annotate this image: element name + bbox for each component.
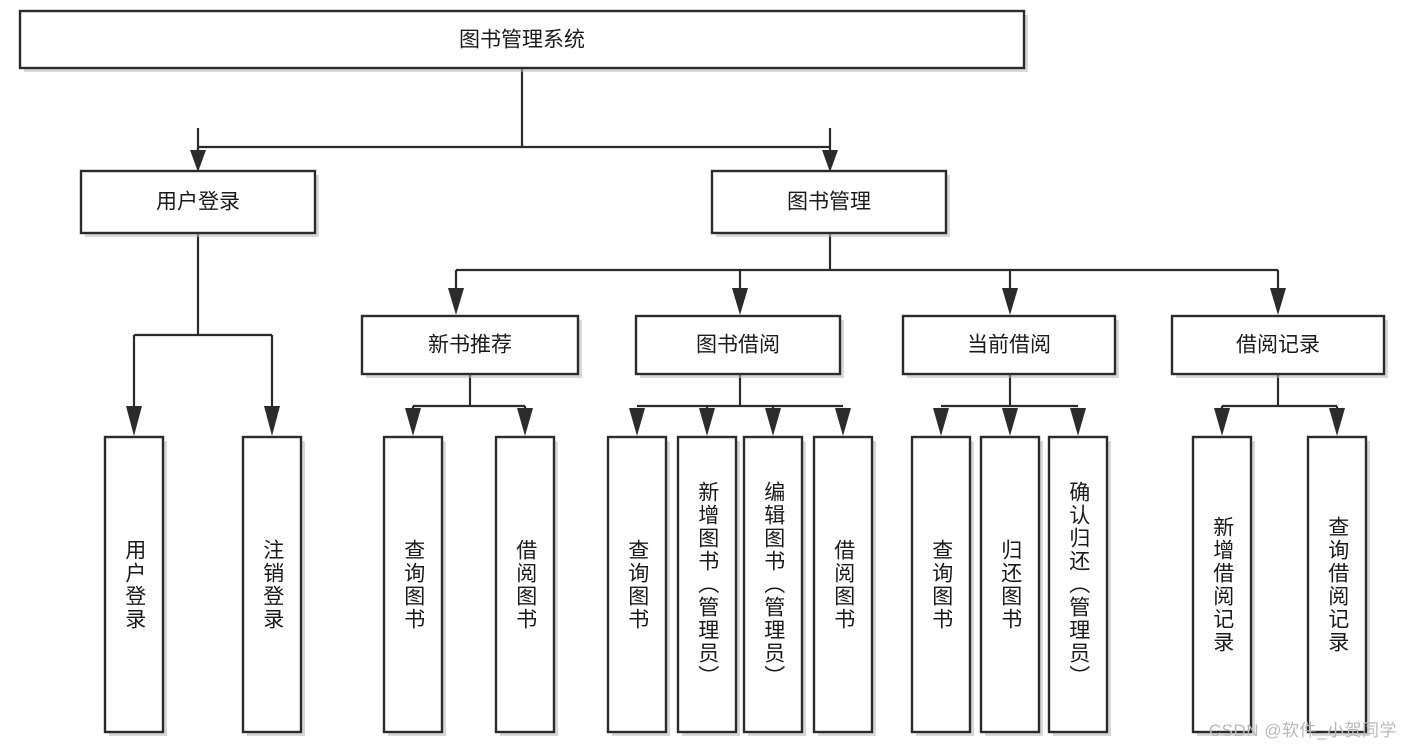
connector-group-book-borrow bbox=[629, 374, 851, 436]
arrow-to-leaf-query-record bbox=[1329, 408, 1345, 436]
arrow-to-leaf-confirm-return bbox=[1070, 408, 1086, 436]
leaf-query-book-1-box[interactable] bbox=[382, 435, 444, 734]
new-book-recommend-node-label: 新书推荐 bbox=[428, 334, 512, 357]
connector-group-root bbox=[190, 68, 838, 172]
leaf-borrow-book-2-box[interactable] bbox=[812, 435, 874, 734]
arrow-to-leaf-query-book-2 bbox=[629, 408, 645, 436]
leaf-edit-book-box[interactable] bbox=[742, 435, 804, 734]
arrow-to-leaf-borrow-book-2 bbox=[835, 408, 851, 436]
arrow-to-leaf-return-book bbox=[1002, 408, 1018, 436]
arrow-to-new-book-recommend bbox=[448, 288, 464, 315]
leaf-logout-login-box[interactable] bbox=[241, 435, 303, 734]
arrow-to-leaf-edit-book bbox=[765, 408, 781, 436]
arrow-to-leaf-logout-login bbox=[264, 406, 280, 436]
arrow-to-book-management bbox=[822, 150, 838, 172]
current-borrow-node-label: 当前借阅 bbox=[967, 334, 1051, 357]
leaf-borrow-book-1-box[interactable] bbox=[494, 435, 556, 734]
arrow-to-user-login bbox=[190, 150, 206, 172]
leaf-return-book-box[interactable] bbox=[979, 435, 1041, 734]
borrow-record-node-box[interactable] bbox=[1170, 314, 1386, 376]
connector-group-current-borrow bbox=[933, 374, 1086, 436]
arrow-to-leaf-user-login bbox=[126, 406, 142, 436]
leaf-query-record-box[interactable] bbox=[1306, 435, 1368, 734]
arrow-to-leaf-query-book-1 bbox=[405, 408, 421, 436]
arrow-to-book-borrow bbox=[732, 288, 748, 315]
connector-group-new-book-recommend bbox=[405, 374, 533, 436]
borrow-record-node-label: 借阅记录 bbox=[1236, 334, 1320, 357]
book-management-node-label: 图书管理 bbox=[787, 191, 871, 214]
root-node-label: 图书管理系统 bbox=[459, 29, 585, 52]
arrow-to-borrow-record bbox=[1270, 288, 1286, 315]
leaf-confirm-return-box[interactable] bbox=[1047, 435, 1109, 734]
leaf-user-login-box[interactable] bbox=[103, 435, 165, 734]
arrow-to-current-borrow bbox=[1002, 288, 1018, 315]
book-management-node-box[interactable] bbox=[710, 169, 948, 235]
user-login-node-label: 用户登录 bbox=[156, 191, 240, 214]
connector-group-book-management bbox=[448, 233, 1286, 315]
root-node-box[interactable] bbox=[18, 9, 1026, 70]
book-borrow-node-label: 图书借阅 bbox=[696, 334, 780, 357]
leaf-query-book-2-box[interactable] bbox=[606, 435, 668, 734]
leaf-query-book-3-box[interactable] bbox=[910, 435, 972, 734]
csdn-watermark: CSDN @软件_小贺同学 bbox=[1208, 721, 1397, 740]
new-book-recommend-node-box[interactable] bbox=[360, 314, 580, 376]
arrow-to-leaf-borrow-book-1 bbox=[517, 408, 533, 436]
user-login-node-box[interactable] bbox=[79, 169, 317, 235]
arrow-to-leaf-query-book-3 bbox=[933, 408, 949, 436]
leaf-add-book-box[interactable] bbox=[676, 435, 738, 734]
arrow-to-leaf-add-book bbox=[699, 408, 715, 436]
current-borrow-node-box[interactable] bbox=[901, 314, 1117, 376]
connector-group-borrow-record bbox=[1214, 374, 1345, 436]
book-borrow-node-box[interactable] bbox=[634, 314, 842, 376]
connector-group-user-login bbox=[126, 233, 280, 436]
leaf-add-record-box[interactable] bbox=[1191, 435, 1253, 734]
arrow-to-leaf-add-record bbox=[1214, 408, 1230, 436]
